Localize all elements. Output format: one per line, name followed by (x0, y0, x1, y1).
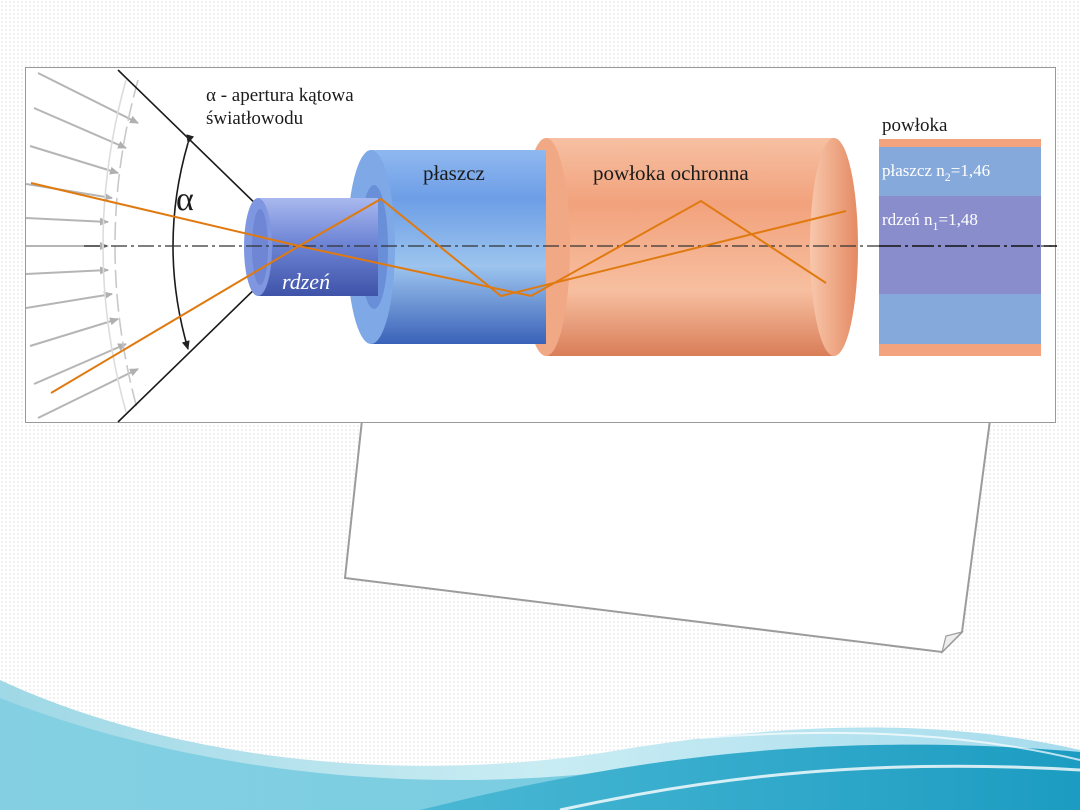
paper-fold-corner (940, 630, 964, 654)
cross-section-cladding-label: płaszcz n2=1,46 (882, 161, 990, 184)
cladding-label: płaszcz (423, 161, 485, 185)
aperture-symbol: α (176, 181, 194, 218)
cross-section-core (879, 196, 1041, 294)
core-label: rdzeń (282, 269, 330, 294)
cross-section-cladding-top (879, 147, 1041, 196)
cross-section-coating-label: powłoka (882, 115, 948, 136)
decorative-waves (0, 680, 1080, 810)
aperture-caption-line1: α - apertura kątowa (206, 85, 354, 106)
aperture-caption-line2: światłowodu (206, 108, 304, 129)
guided-light-rays (30, 182, 847, 394)
core-cylinder (244, 198, 378, 296)
cross-section-coating-top (879, 139, 1041, 147)
fiber-cross-section (879, 139, 1057, 356)
cross-section-core-label: rdzeń n1=1,48 (882, 210, 978, 233)
incoming-light-rays (26, 72, 139, 419)
cross-section-coating-bottom (879, 344, 1041, 356)
fiber-optic-diagram: α - apertura kątowa światłowodu α płaszc… (25, 67, 1057, 423)
jacket-label: powłoka ochronna (593, 161, 749, 185)
cross-section-cladding-bottom (879, 294, 1041, 344)
